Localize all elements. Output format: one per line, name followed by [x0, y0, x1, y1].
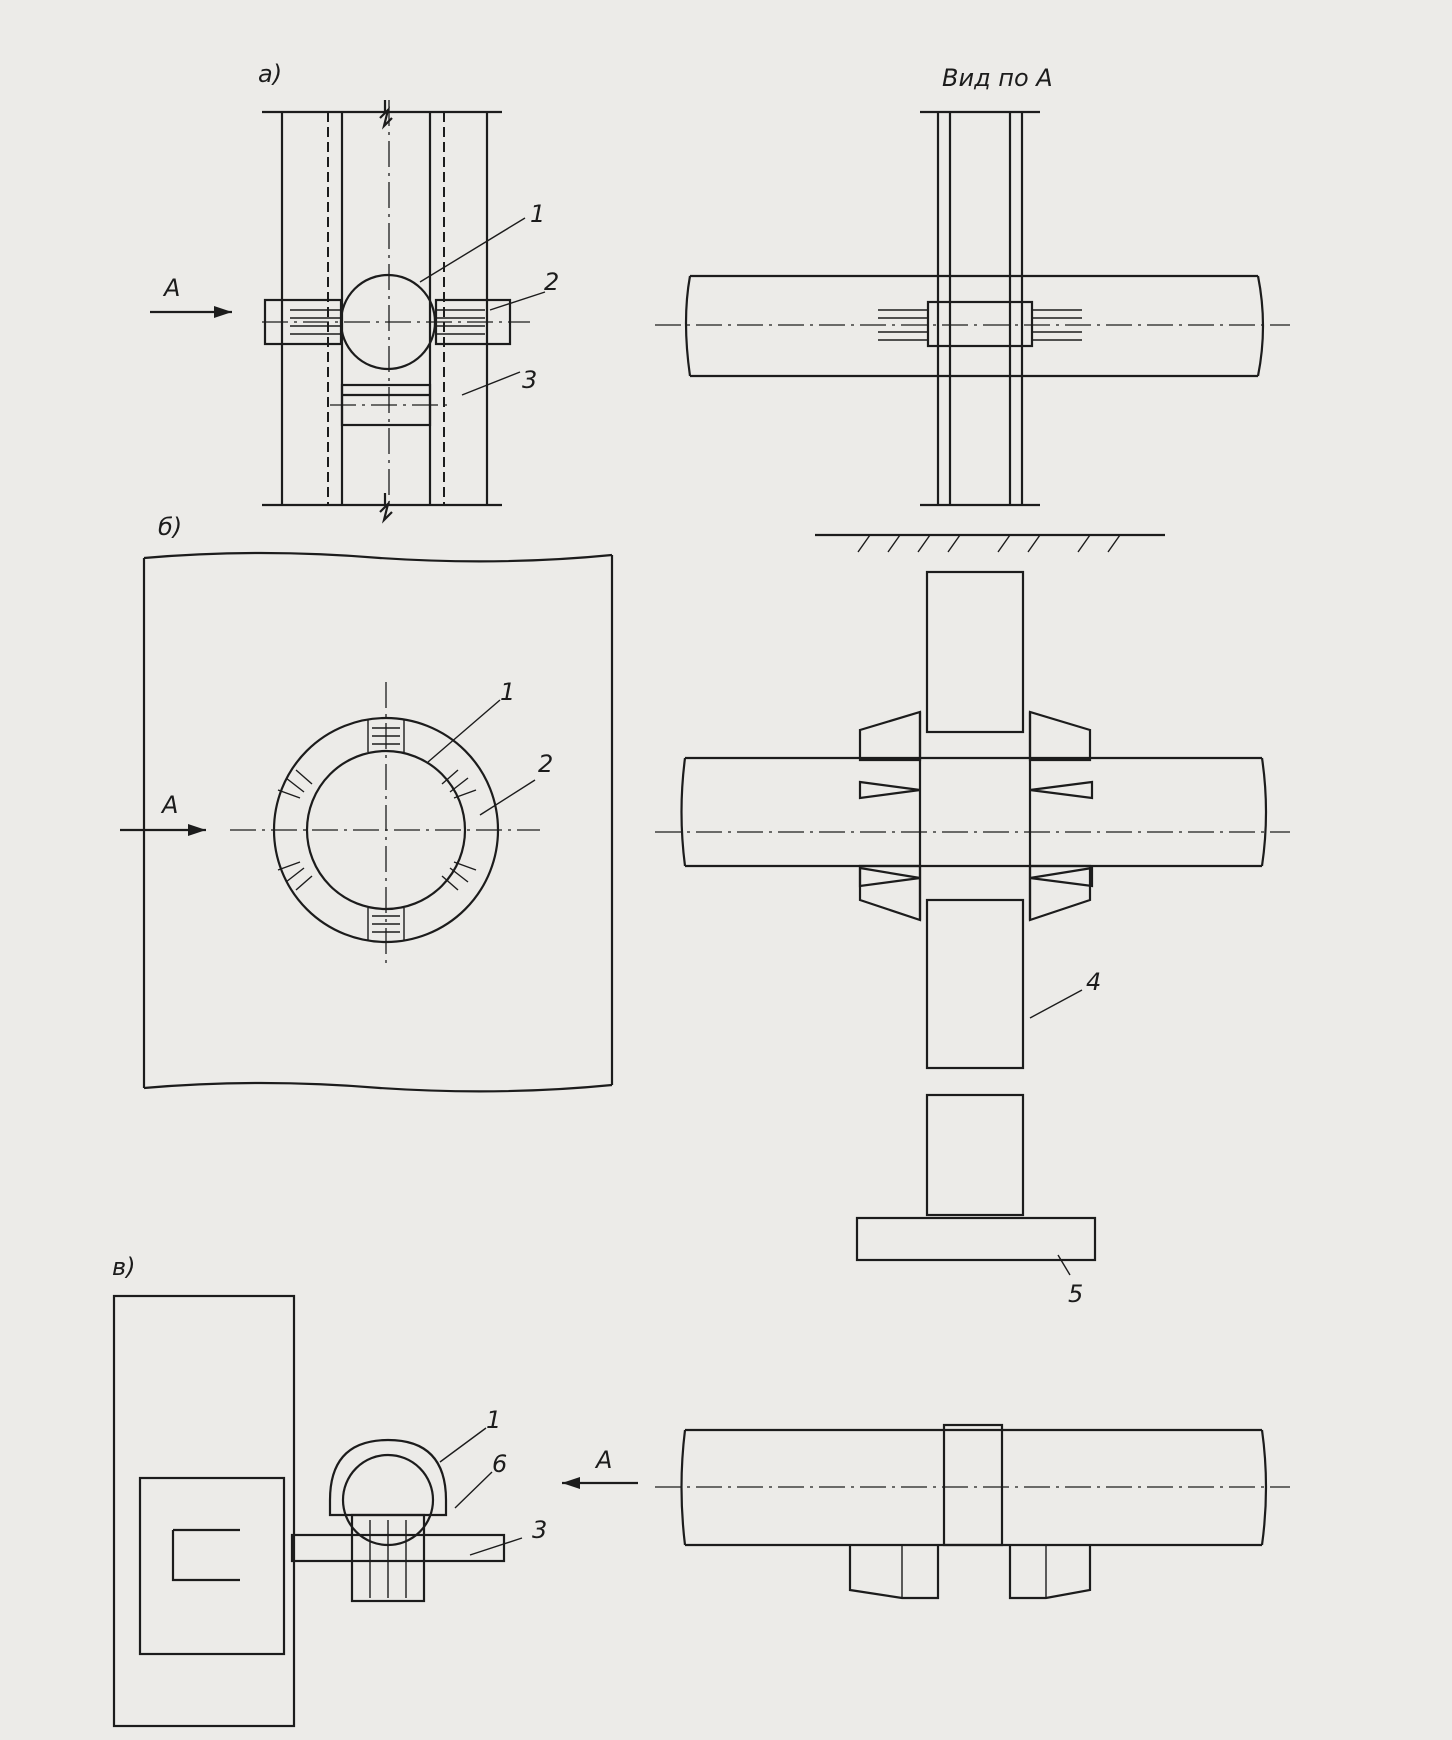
view-a-side	[655, 110, 1290, 507]
arrow-a-label-2: А	[160, 791, 178, 819]
view-a-plan	[150, 100, 546, 524]
callout-4: 4	[1086, 968, 1101, 996]
callout-1-b: 1	[500, 678, 515, 706]
view-b-label: б)	[158, 513, 182, 541]
arrow-a-label-1: А	[162, 274, 180, 302]
arrow-a-label-3: А	[594, 1446, 612, 1474]
view-b-section	[655, 533, 1290, 1276]
callout-1-a: 1	[530, 200, 545, 228]
callout-6: 6	[492, 1450, 507, 1478]
view-v-label: в)	[112, 1253, 136, 1281]
callout-5: 5	[1068, 1280, 1083, 1308]
callout-3-a: 3	[522, 366, 537, 394]
view-a-side-title: Вид по А	[942, 64, 1053, 92]
view-v-side	[655, 1423, 1290, 1600]
callout-2-b: 2	[538, 750, 553, 778]
view-b-plan	[120, 551, 614, 1093]
callout-1-v: 1	[486, 1406, 501, 1434]
radial-clamps	[277, 720, 477, 940]
view-a-label: а)	[258, 60, 282, 88]
view-v-plan	[112, 1294, 638, 1728]
callout-2-a: 2	[544, 268, 559, 296]
callout-3-v: 3	[532, 1516, 547, 1544]
